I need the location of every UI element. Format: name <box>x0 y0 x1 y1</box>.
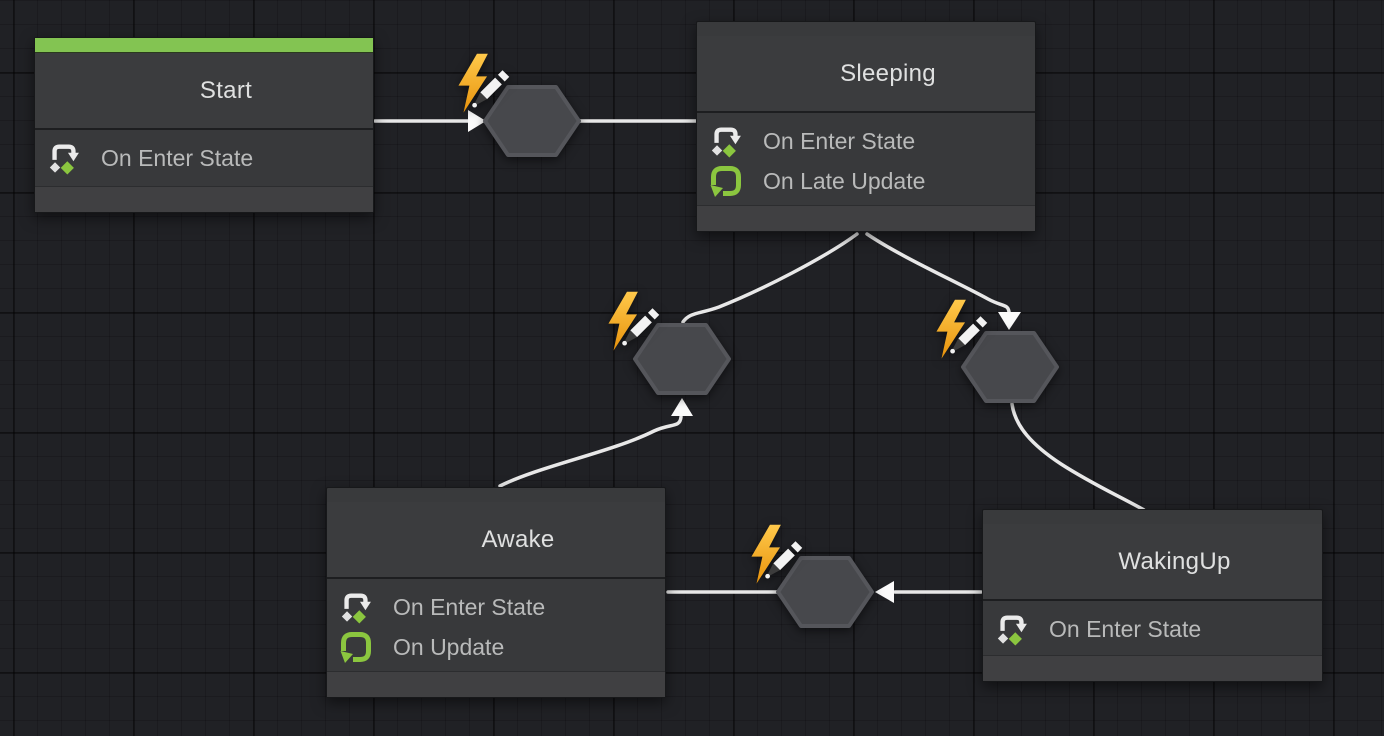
node-title: WakingUp <box>1118 547 1231 575</box>
event-label: On Update <box>393 633 505 660</box>
on-enter-state-icon <box>339 590 373 624</box>
top-strip <box>327 488 665 502</box>
edge-sleeping-to-t2[interactable] <box>681 232 859 324</box>
start-state-indicator <box>35 38 373 53</box>
node-header: WakingUp <box>983 524 1322 601</box>
node-title: Start <box>199 76 253 104</box>
node-footer <box>35 186 373 212</box>
trigger-transition-icon <box>458 53 510 113</box>
node-footer <box>697 205 1035 231</box>
event-label: On Enter State <box>763 127 916 154</box>
on-enter-state-icon <box>709 124 743 158</box>
edge-sleeping-to-t3[interactable] <box>865 232 1011 314</box>
edge-arrow-into-t1 <box>468 110 486 132</box>
node-header: Sleeping <box>697 36 1035 113</box>
node-header: Start <box>35 53 373 130</box>
top-strip <box>697 22 1035 36</box>
event-row: On Enter State <box>339 587 665 627</box>
transition-node-wakingup-to-awake[interactable] <box>751 524 875 629</box>
event-row: On Update <box>339 627 665 667</box>
event-row: On Enter State <box>709 121 1035 161</box>
transition-node-awake-to-sleeping[interactable] <box>608 291 732 396</box>
edge-t3-to-wakingup[interactable] <box>1010 402 1146 512</box>
transition-node-sleeping-to-wakingup[interactable] <box>936 299 1060 404</box>
node-title: Sleeping <box>840 59 936 87</box>
state-node-wakingup[interactable]: WakingUp On Enter State <box>982 509 1323 682</box>
event-row: On Enter State <box>995 609 1322 649</box>
node-events: On Enter State <box>983 601 1322 655</box>
node-footer <box>983 655 1322 681</box>
node-events: On Enter State <box>35 130 373 186</box>
on-update-icon <box>339 630 373 664</box>
on-late-update-icon <box>709 164 743 198</box>
event-label: On Enter State <box>1049 615 1202 642</box>
node-title: Awake <box>481 525 555 553</box>
on-enter-state-icon <box>995 612 1029 646</box>
node-header: Awake <box>327 502 665 579</box>
edge-arrow-into-t2 <box>671 398 693 416</box>
trigger-transition-icon <box>608 291 660 351</box>
event-row: On Late Update <box>709 161 1035 201</box>
event-label: On Enter State <box>101 144 254 171</box>
edge-awake-to-t2[interactable] <box>498 415 683 488</box>
node-events: On Enter State On Update <box>327 579 665 671</box>
top-strip <box>983 510 1322 524</box>
state-node-start[interactable]: Start On Enter State <box>34 37 374 213</box>
trigger-transition-icon <box>936 299 988 359</box>
state-node-sleeping[interactable]: Sleeping On Enter State On Late Update <box>696 21 1036 232</box>
node-events: On Enter State On Late Update <box>697 113 1035 205</box>
node-footer <box>327 671 665 697</box>
event-label: On Late Update <box>763 167 926 194</box>
event-label: On Enter State <box>393 593 546 620</box>
transition-node-start-to-sleeping[interactable] <box>458 53 582 158</box>
trigger-transition-icon <box>751 524 803 584</box>
event-row: On Enter State <box>47 138 373 178</box>
state-node-awake[interactable]: Awake On Enter State On Update <box>326 487 666 698</box>
edge-arrow-into-t4 <box>875 581 894 603</box>
edge-arrow-into-t3 <box>998 312 1021 330</box>
on-enter-state-icon <box>47 141 81 175</box>
